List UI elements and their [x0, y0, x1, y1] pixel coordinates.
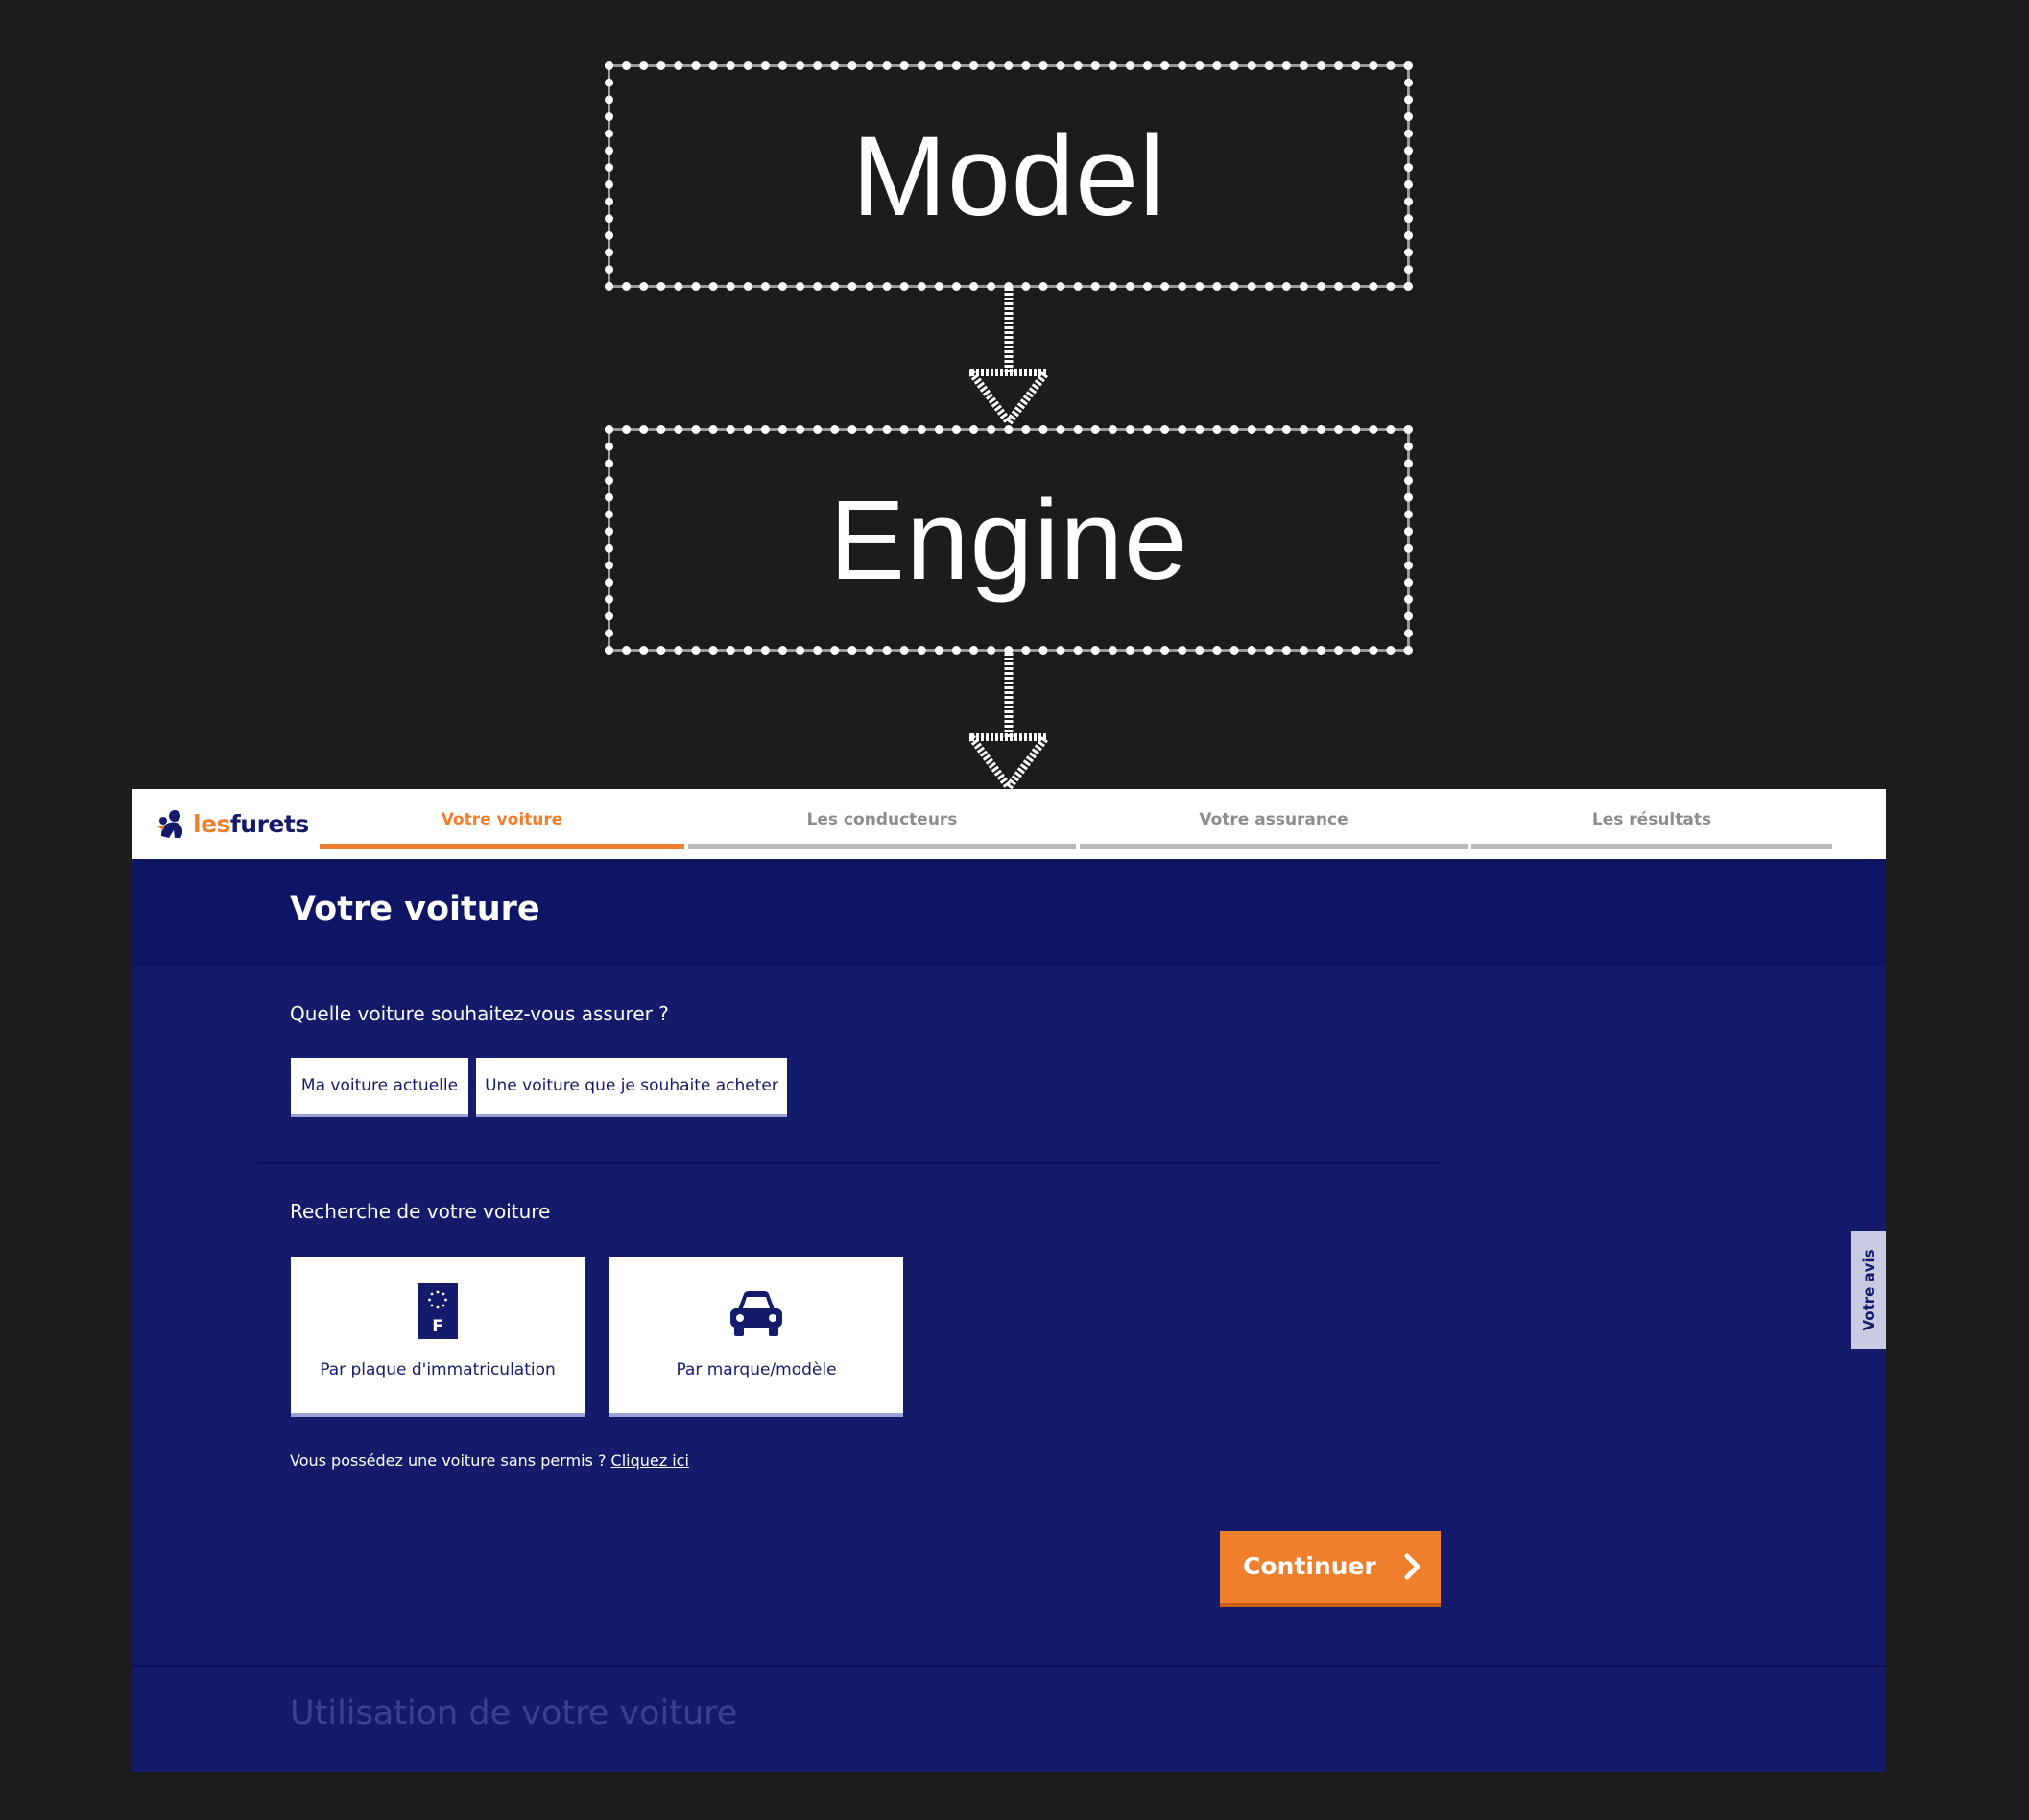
ferret-logo-icon: [157, 810, 183, 838]
lesfurets-logo[interactable]: lesfurets: [155, 804, 309, 843]
top-navigation-bar: lesfurets Votre voiture Les conducteurs …: [132, 789, 1886, 859]
step-label: Votre assurance: [1199, 810, 1349, 829]
page-title: Votre voiture: [290, 890, 540, 928]
step-les-resultats[interactable]: Les résultats: [1471, 789, 1832, 859]
step-label: Les conducteurs: [806, 810, 958, 829]
search-by-plate-card[interactable]: F Par plaque d'immatriculation: [291, 1257, 585, 1417]
app-screenshot: lesfurets Votre voiture Les conducteurs …: [132, 789, 1886, 1772]
step-label: Votre voiture: [441, 810, 563, 829]
no-permit-notice: Vous possédez une voiture sans permis ? …: [290, 1451, 689, 1470]
section-divider: [257, 1162, 1440, 1164]
search-by-plate-label: Par plaque d'immatriculation: [320, 1360, 556, 1379]
chevron-right-icon: [1404, 1553, 1420, 1580]
search-by-model-label: Par marque/modèle: [676, 1360, 837, 1379]
step-les-conducteurs[interactable]: Les conducteurs: [688, 789, 1076, 859]
plate-letter: F: [432, 1317, 443, 1336]
model-box: Model: [605, 61, 1413, 291]
current-car-button[interactable]: Ma voiture actuelle: [291, 1058, 468, 1117]
arrow-down-icon: [969, 288, 1048, 426]
continue-label: Continuer: [1243, 1552, 1376, 1580]
click-here-link[interactable]: Cliquez ici: [610, 1451, 689, 1470]
car-icon: [730, 1291, 782, 1336]
search-by-model-card[interactable]: Par marque/modèle: [609, 1257, 903, 1417]
page-header: Votre voiture: [132, 859, 1886, 966]
car-search-label: Recherche de votre voiture: [290, 1200, 551, 1223]
engine-box: Engine: [605, 425, 1413, 655]
continue-button[interactable]: Continuer: [1220, 1531, 1441, 1607]
feedback-label: Votre avis: [1860, 1248, 1877, 1331]
next-section-title: Utilisation de votre voiture: [290, 1694, 738, 1733]
license-plate-icon: F: [418, 1283, 458, 1339]
feedback-tab[interactable]: Votre avis: [1851, 1231, 1886, 1349]
next-section-collapsed: Utilisation de votre voiture: [132, 1665, 1886, 1772]
step-label: Les résultats: [1591, 810, 1712, 829]
car-to-buy-button[interactable]: Une voiture que je souhaite acheter: [476, 1058, 787, 1117]
step-votre-voiture[interactable]: Votre voiture: [320, 789, 684, 859]
step-progress-bar: [1080, 844, 1468, 849]
car-question-label: Quelle voiture souhaitez-vous assurer ?: [290, 1002, 669, 1025]
step-progress-bar: [320, 844, 684, 849]
step-votre-assurance[interactable]: Votre assurance: [1080, 789, 1468, 859]
logo-wordmark: lesfurets: [193, 809, 309, 838]
step-progress-bar: [1471, 844, 1832, 849]
progress-steps: Votre voiture Les conducteurs Votre assu…: [320, 789, 1832, 859]
step-progress-bar: [688, 844, 1076, 849]
arrow-down-icon: [969, 653, 1048, 790]
engine-box-label: Engine: [829, 476, 1188, 604]
no-permit-text: Vous possédez une voiture sans permis ?: [290, 1451, 611, 1470]
model-box-label: Model: [851, 112, 1166, 240]
